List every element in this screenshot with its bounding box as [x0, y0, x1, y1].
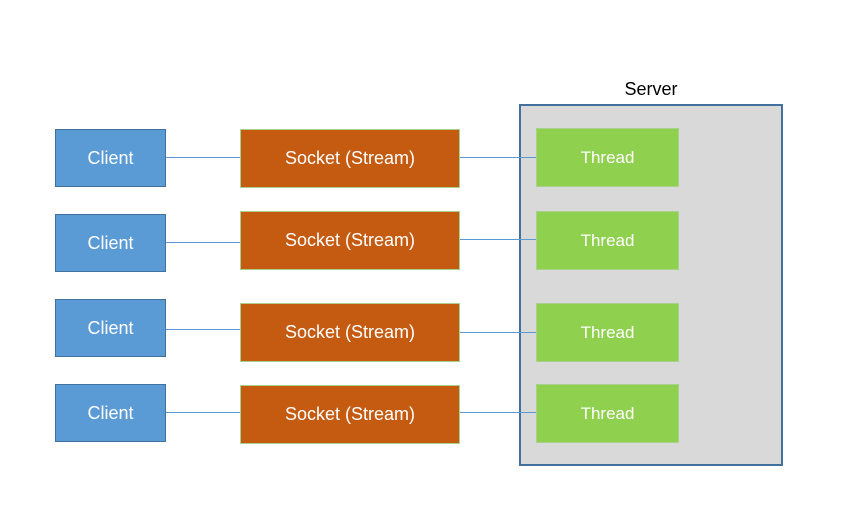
- thread-box: Thread: [536, 128, 679, 187]
- server-label: Server: [624, 79, 678, 99]
- socket-thread-connector: [460, 239, 537, 240]
- client-socket-connector: [166, 412, 240, 413]
- socket-box: Socket (Stream): [240, 129, 460, 188]
- socket-box: Socket (Stream): [240, 303, 460, 362]
- client-box: Client: [55, 384, 166, 442]
- client-box: Client: [55, 129, 166, 187]
- socket-thread-connector: [460, 157, 537, 158]
- client-socket-connector: [166, 157, 240, 158]
- socket-thread-connector: [460, 412, 537, 413]
- thread-box: Thread: [536, 211, 679, 270]
- socket-thread-connector: [460, 332, 537, 333]
- client-box: Client: [55, 214, 166, 272]
- socket-box: Socket (Stream): [240, 385, 460, 444]
- thread-box: Thread: [536, 384, 679, 443]
- client-socket-connector: [166, 329, 240, 330]
- client-box: Client: [55, 299, 166, 357]
- thread-box: Thread: [536, 303, 679, 362]
- socket-box: Socket (Stream): [240, 211, 460, 270]
- client-socket-connector: [166, 242, 240, 243]
